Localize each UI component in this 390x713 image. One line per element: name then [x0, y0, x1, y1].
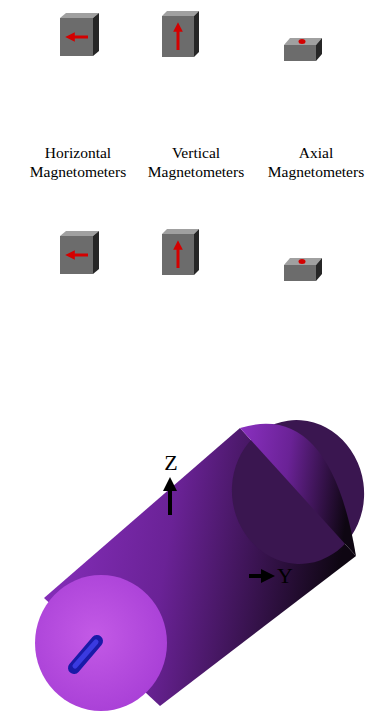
sensor-group-label: Vertical Magnetometers	[137, 143, 255, 182]
sensor-group-label: Horizontal Magnetometers	[19, 143, 137, 182]
vertical-magnetometer	[162, 11, 199, 57]
z-axis-arrow	[168, 484, 172, 515]
vertical-magnetometer	[162, 229, 199, 275]
axial-magnetometer	[284, 38, 322, 61]
axis-label: Z	[159, 449, 183, 477]
cylinder	[35, 412, 373, 711]
axial-magnetometer	[284, 258, 322, 281]
y-axis-arrow	[249, 574, 268, 578]
horizontal-magnetometer	[60, 231, 99, 274]
horizontal-magnetometer	[60, 13, 99, 56]
sensor-group-label: Axial Magnetometers	[257, 143, 375, 182]
axis-label: Y	[273, 562, 297, 590]
